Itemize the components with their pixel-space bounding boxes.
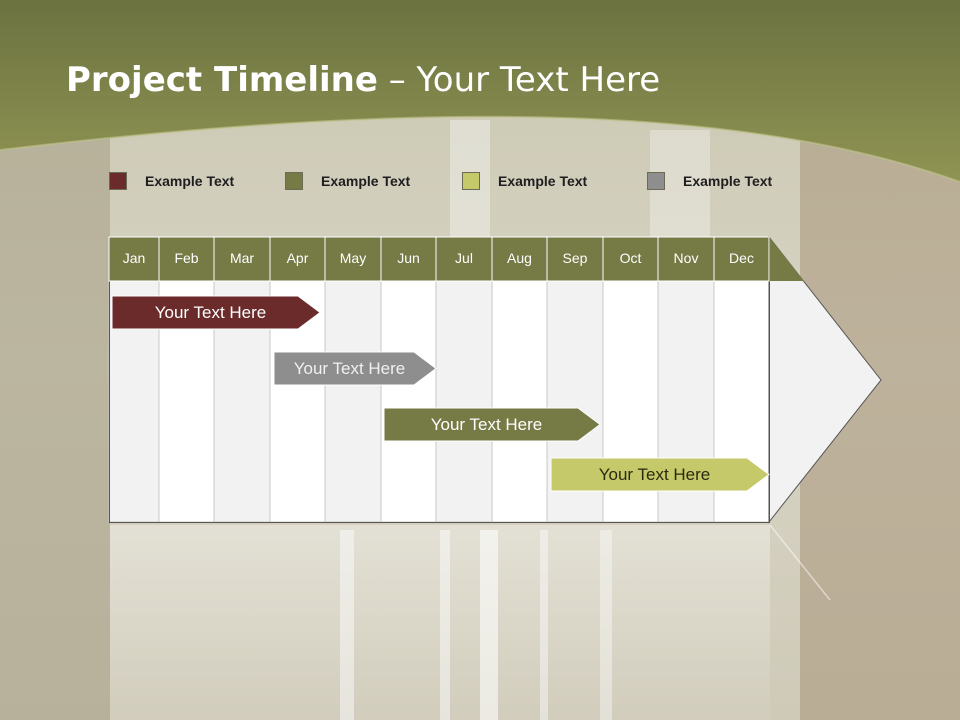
title-banner — [0, 0, 960, 182]
month-header-cell — [602, 236, 659, 282]
legend-item-3: Example Text — [462, 170, 587, 192]
month-header-cell — [435, 236, 493, 282]
month-header-cell — [657, 236, 715, 282]
month-label: Nov — [673, 250, 699, 266]
month-label: Jul — [455, 250, 473, 266]
legend-label-4: Example Text — [683, 173, 773, 189]
legend-label-2: Example Text — [321, 173, 411, 189]
month-header-cell — [158, 236, 215, 282]
title-rest: – Your Text Here — [377, 60, 661, 100]
month-header-cell — [713, 236, 770, 282]
title-bold: Project Timeline — [66, 60, 378, 100]
legend-swatch-1 — [109, 172, 127, 190]
legend-item-2: Example Text — [285, 170, 410, 192]
month-label: Feb — [174, 250, 199, 266]
task-bar — [383, 407, 601, 442]
task-bar — [273, 351, 437, 386]
month-header-cell — [380, 236, 437, 282]
legend-swatch-3 — [462, 172, 480, 190]
month-label: Dec — [729, 250, 754, 266]
month-label: Sep — [562, 250, 588, 266]
month-header-cell — [546, 236, 604, 282]
task-bar — [550, 457, 770, 492]
grid-column — [435, 280, 493, 523]
left-rock-texture — [0, 120, 110, 720]
month-header-cell — [269, 236, 326, 282]
legend-swatch-2 — [285, 172, 303, 190]
month-label: Jan — [122, 250, 146, 266]
month-label: Jun — [397, 250, 420, 266]
task-bar-label: Your Text Here — [293, 359, 406, 378]
grid-column — [380, 280, 437, 523]
task-bar-label: Your Text Here — [598, 465, 711, 484]
task-bar-label: Your Text Here — [430, 415, 543, 434]
legend-swatch-4 — [647, 172, 665, 190]
month-header-cell — [108, 236, 160, 282]
month-label: May — [339, 250, 367, 266]
grid-column — [324, 280, 382, 523]
legend-item-1: Example Text — [109, 170, 234, 192]
page-title: Project Timeline – Your Text Here — [66, 60, 660, 100]
month-header-cell — [324, 236, 382, 282]
grid-column — [491, 280, 548, 523]
legend-label-1: Example Text — [145, 173, 235, 189]
month-header-cell — [213, 236, 271, 282]
month-label: Apr — [286, 250, 309, 266]
month-label: Aug — [507, 250, 532, 266]
task-bar-label: Your Text Here — [154, 303, 267, 322]
month-label: Mar — [229, 250, 255, 266]
task-bar — [111, 295, 321, 330]
legend-label-3: Example Text — [498, 173, 588, 189]
month-label: Oct — [619, 250, 642, 266]
legend-item-4: Example Text — [647, 170, 772, 192]
chart-reflection — [110, 525, 770, 720]
